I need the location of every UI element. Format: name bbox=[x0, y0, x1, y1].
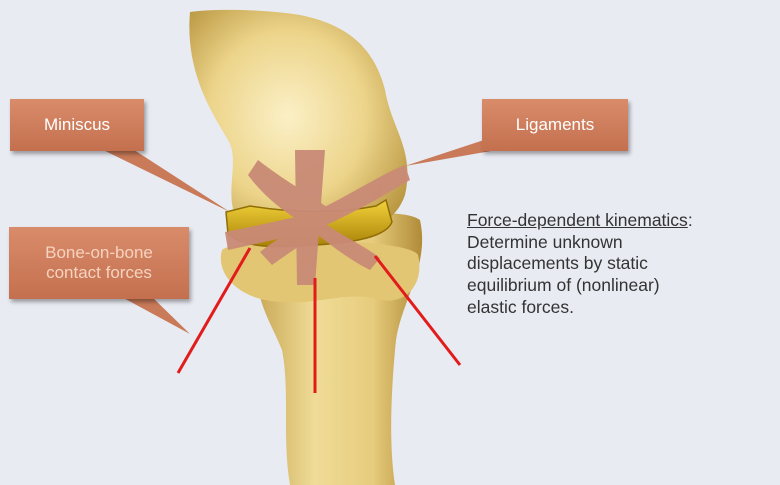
contact-pointer bbox=[118, 295, 190, 334]
fdk-line-2: displacements by static bbox=[467, 253, 767, 275]
ligaments-callout: Ligaments bbox=[482, 99, 628, 151]
fdk-line-3: equilibrium of (nonlinear) bbox=[467, 275, 767, 297]
ligaments-label: Ligaments bbox=[516, 115, 594, 135]
fdk-heading-text: Force-dependent kinematics bbox=[467, 210, 688, 230]
fdk-description: Force-dependent kinematics: Determine un… bbox=[467, 210, 767, 318]
contact-forces-label-line1: Bone-on-bone bbox=[45, 243, 153, 263]
miniscus-callout: Miniscus bbox=[10, 99, 144, 151]
miniscus-label: Miniscus bbox=[44, 115, 110, 135]
miniscus-pointer bbox=[95, 146, 230, 212]
fdk-line-4: elastic forces. bbox=[467, 297, 767, 319]
fdk-heading: Force-dependent kinematics: bbox=[467, 210, 767, 232]
fdk-line-1: Determine unknown bbox=[467, 232, 767, 254]
contact-forces-label-line2: contact forces bbox=[46, 263, 152, 283]
contact-forces-callout: Bone-on-bone contact forces bbox=[9, 227, 189, 299]
fdk-heading-colon: : bbox=[688, 210, 693, 230]
